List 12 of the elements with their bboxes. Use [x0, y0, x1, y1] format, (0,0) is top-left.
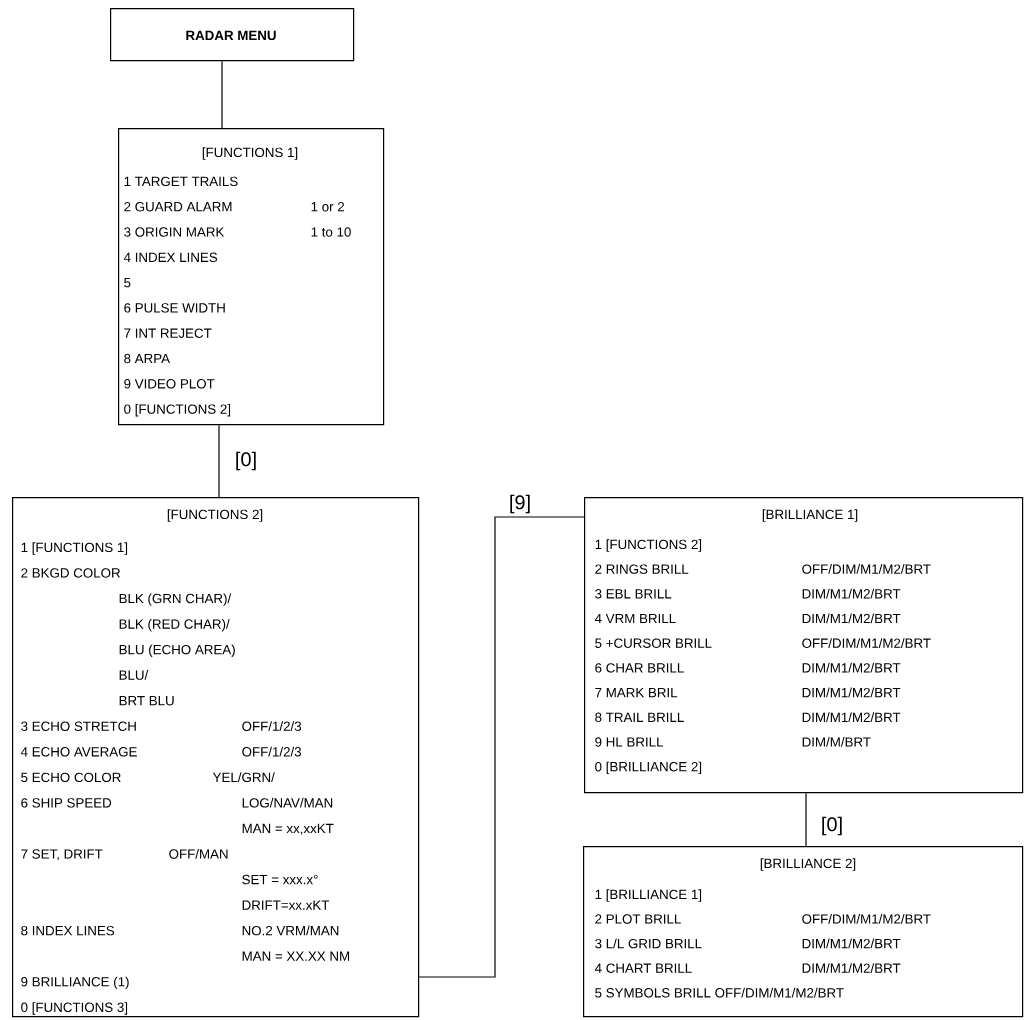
edge-label: [0] [819, 815, 845, 837]
connector-line [218, 424, 220, 498]
menu-box: [FUNCTIONS 2] 1 [FUNCTIONS 1] 2 BKGD COLOR BLK (GRN CHAR)/ BLK (RED CHAR)/ BLU (ECHO AREA) BLU/ BRT BLU 3 ECHO STRETCH OFF/1/2/3 4 ECHO AVERAGE OFF/1/2/3 5 ECHO COLOR YEL/GRN/ 6 SHIP SPEED LOG/NAV/MAN MAN = xx,xxKT 7 SET, DRIFT OFF/MAN SET = xxx.x° DRIFT=xx.xKT 8 INDEX LINES NO.2 VRM/MAN MAN = XX.XX NM 9 BRILLIANCE (1) 0 [FUNCTIONS 3] [12, 497, 420, 1018]
menu-box: RADAR MENU [110, 8, 355, 62]
connector-line [418, 516, 585, 978]
edge-label: [0] [233, 450, 259, 472]
menu-box: [BRILLIANCE 2] 1 [BRILLIANCE 1] 2 PLOT BRILL OFF/DIM/M1/M2/BRT 3 L/L GRID BRILL DIM/M1/M2/BRT 4 CHART BRILL DIM/M1/M2/BRT 5 SYMBOLS BRILL OFF/DIM/M1/M2/BRT [583, 846, 1024, 1018]
connector-line [221, 60, 223, 129]
menu-box: [BRILLIANCE 1] 1 [FUNCTIONS 2] 2 RINGS BRILL OFF/DIM/M1/M2/BRT 3 EBL BRILL DIM/M1/M2/BRT 4 VRM BRILL DIM/M1/M2/BRT 5 +CURSOR BRILL OFF/DIM/M1/M2/BRT 6 CHAR BRILL DIM/M1/M2/BRT 7 MARK BRIL DIM/M1/M2/BRT 8 TRAIL BRILL DIM/M1/M2/BRT 9 HL BRILL DIM/M/BRT 0 [BRILLIANCE 2] [584, 497, 1024, 794]
edge-label: [9] [507, 493, 533, 515]
menu-box: [FUNCTIONS 1] 1 TARGET TRAILS 2 GUARD ALARM 1 or 2 3 ORIGIN MARK 1 to 10 4 INDEX LINES 5 6 PULSE WIDTH 7 INT REJECT 8 ARPA 9 VIDEO PLOT 0 [FUNCTIONS 2] [118, 128, 385, 426]
connector-line [805, 792, 807, 847]
